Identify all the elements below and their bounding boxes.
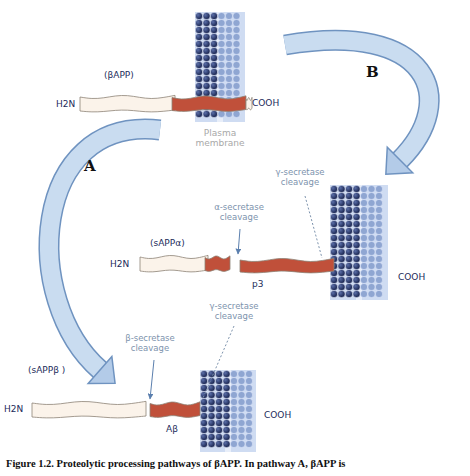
cleavage-arrow [238,229,240,254]
terminus-label: H2N [56,99,75,109]
protein-name: (βAPP) [104,70,134,80]
fragment-name: (sAPPα) [150,238,185,248]
protein-ribbon [246,97,252,110]
terminus-label: COOH [264,410,291,420]
terminus-label: H2N [4,404,23,414]
figure-caption: Figure 1.2. Proteolytic processing pathw… [6,458,345,470]
lipid-bilayer [200,370,256,452]
enzyme-label: γ-secretase cleavage [262,168,338,188]
cleavage-line [203,326,234,398]
fragment-name: p3 [252,279,263,289]
enzyme-label: α-secretase cleavage [203,203,275,223]
abeta-fragment [150,402,200,418]
terminus-label: COOH [252,98,279,108]
protein-ribbon [80,95,175,112]
terminus-label: COOH [398,272,425,282]
terminus-label: H2N [110,259,129,269]
membrane-label: Plasma membrane [185,128,255,149]
pathway-letter: A [84,158,96,175]
fragment-name: Aβ [166,424,178,434]
cleavage-arrow [150,360,154,399]
protein-ribbon [140,255,208,272]
fragment-name: (sAPPβ ) [28,365,65,375]
pathway-letter: B [366,64,379,81]
lipid-bilayer [330,185,388,300]
abeta-domain [205,256,230,272]
p3-fragment [240,258,334,273]
abeta-domain [172,96,246,112]
pathway-arrow [285,40,429,174]
enzyme-label: β-secretase cleavage [114,334,186,354]
cleavage-line [305,196,322,258]
protein-ribbon [32,401,146,418]
enzyme-label: γ-secretase cleavage [196,302,272,322]
